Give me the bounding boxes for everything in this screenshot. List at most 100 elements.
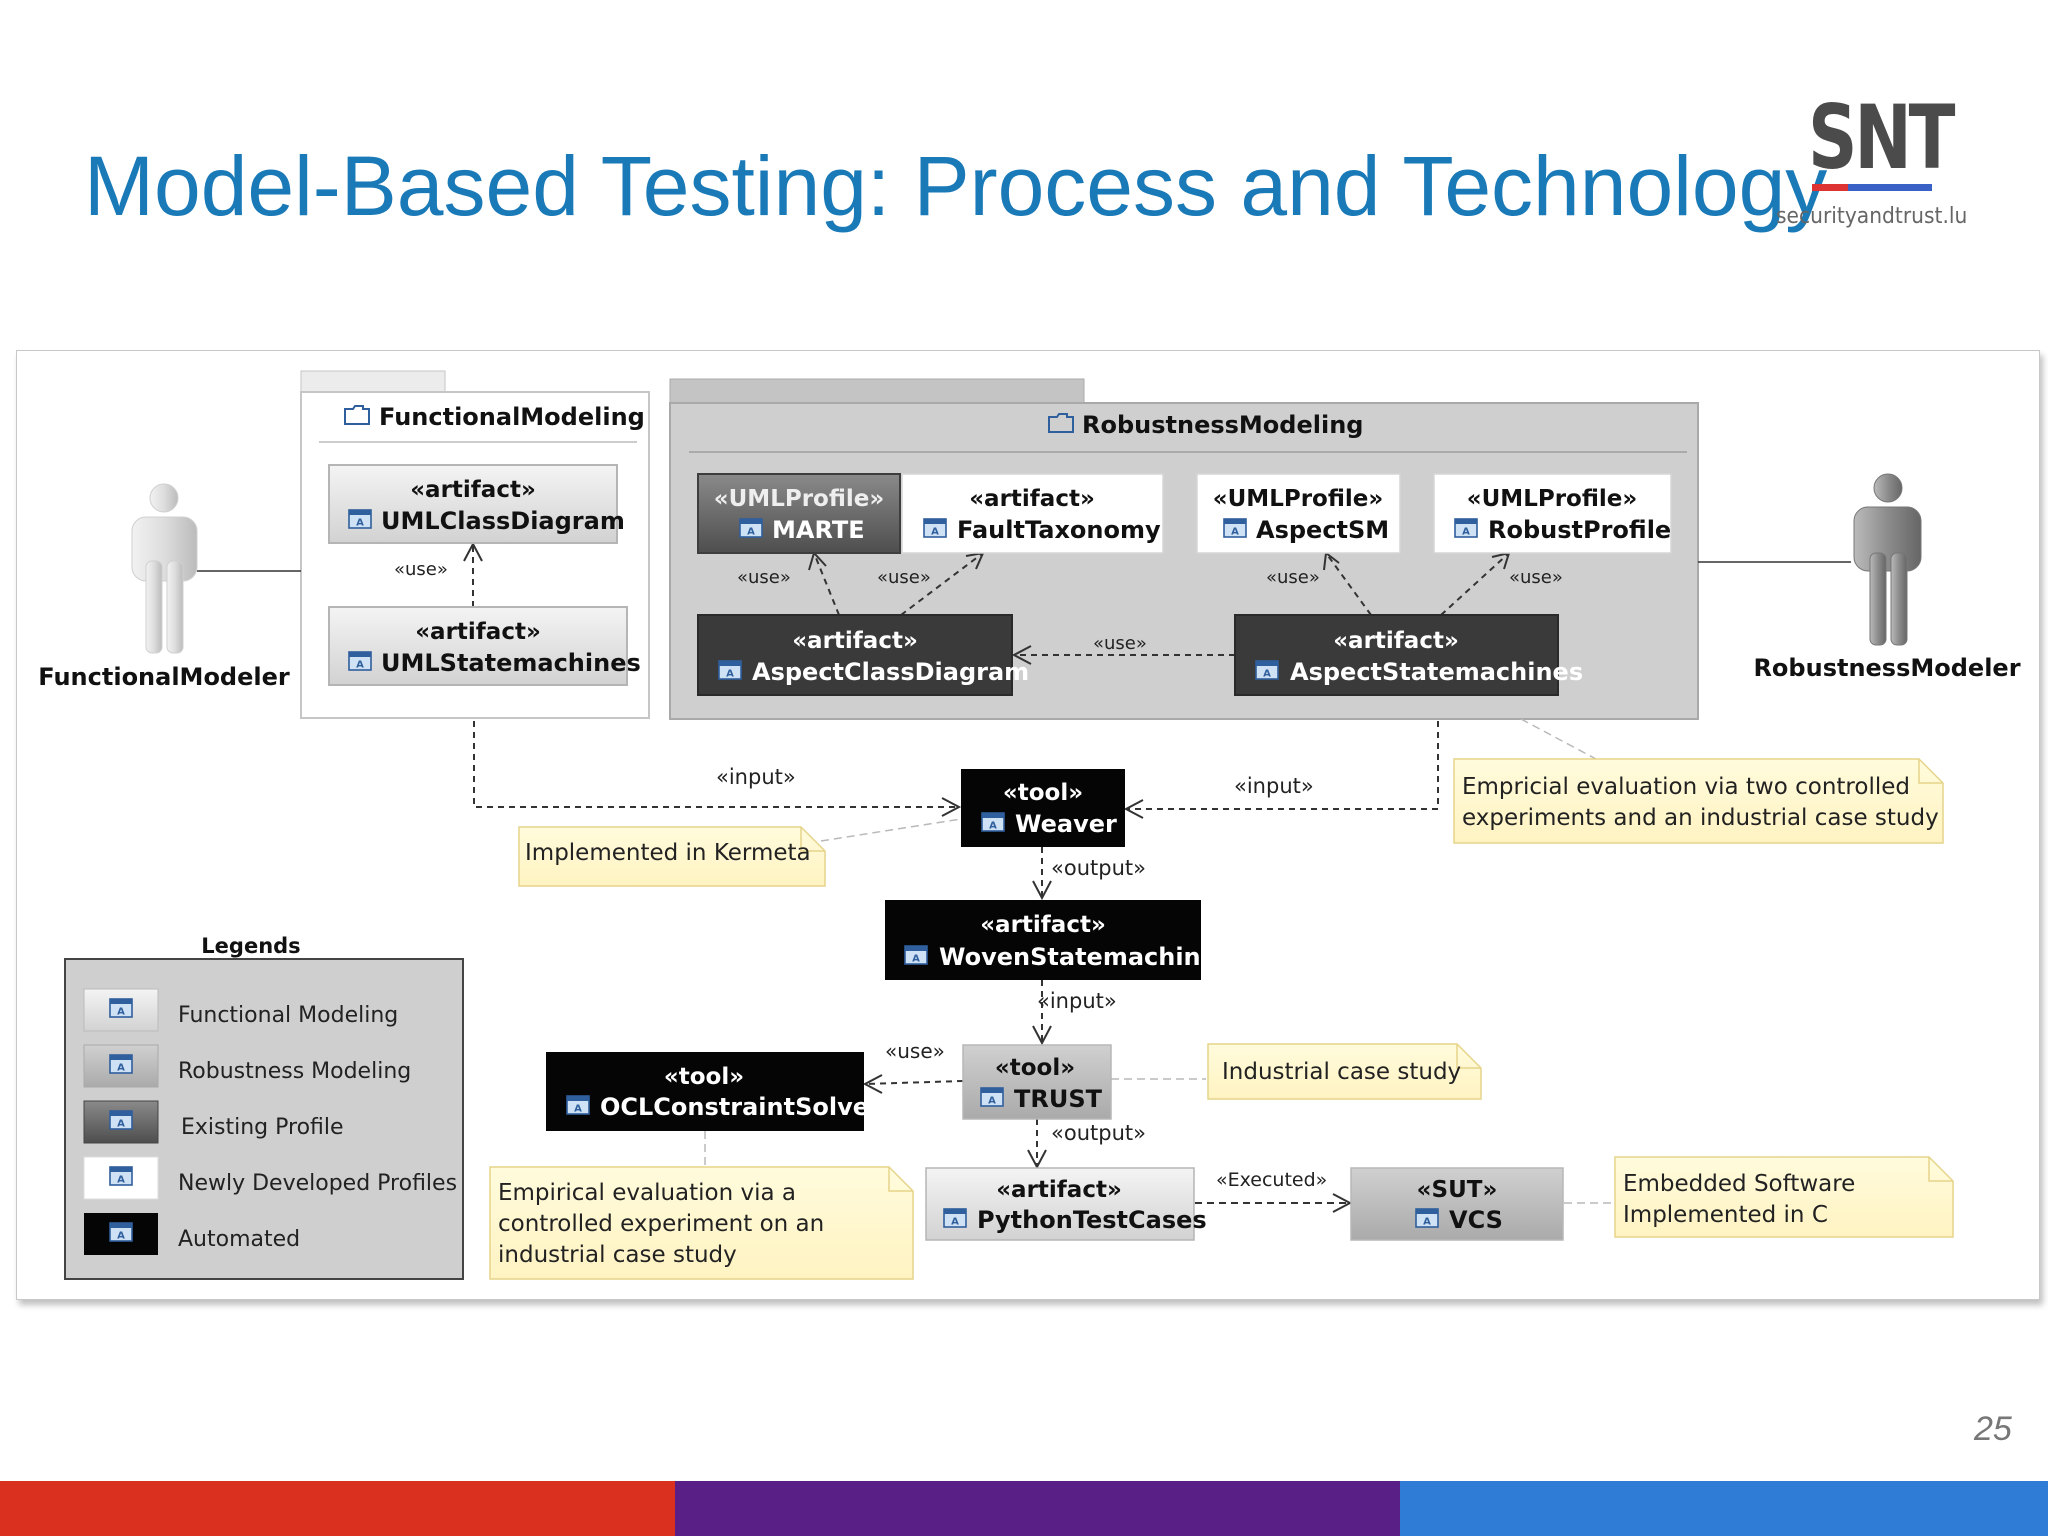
node-vcs[interactable]: «SUT» VCS (1350, 1167, 1564, 1241)
node-aspectstatemachines[interactable]: «artifact» AspectStatemachines (1234, 614, 1583, 696)
note-line: experiments and an industrial case study (1462, 805, 1939, 831)
node-stereotype: «SUT» (1417, 1177, 1498, 1203)
node-stereotype: «artifact» (792, 628, 918, 654)
diagram-frame: A FunctionalModeling RobustnessModeling (16, 350, 2040, 1300)
node-marte[interactable]: «UMLProfile» MARTE (697, 473, 901, 554)
node-oclconstraintsolver[interactable]: «tool» OCLConstraintSolver (546, 1052, 881, 1131)
node-name: VCS (1449, 1206, 1503, 1234)
label-use: «use» (394, 559, 448, 580)
legend-label: Functional Modeling (178, 1003, 398, 1028)
legend-item-functional: Functional Modeling (83, 988, 398, 1032)
node-name: PythonTestCases (977, 1206, 1207, 1234)
node-stereotype: «UMLProfile» (1467, 486, 1637, 512)
actor-label: FunctionalModeler (38, 663, 290, 691)
artifact-icon (566, 1095, 590, 1116)
actor-icon (131, 483, 198, 654)
node-name: UMLClassDiagram (381, 507, 625, 535)
bottom-bar-purple (675, 1481, 1400, 1536)
artifact-icon (923, 518, 947, 539)
snt-logo: SNT (1808, 86, 1955, 189)
artifact-icon (109, 1222, 133, 1243)
artifact-icon (109, 1110, 133, 1131)
artifact-icon (1223, 518, 1247, 539)
node-wovenstatemachine[interactable]: «artifact» WovenStatemachine (885, 900, 1217, 980)
node-name: AspectClassDiagram (752, 658, 1029, 686)
node-name: Weaver (1015, 810, 1117, 838)
legend-item-robustness: Robustness Modeling (83, 1044, 411, 1088)
diagram-edges (197, 541, 1851, 1213)
node-trust[interactable]: «tool» TRUST (962, 1044, 1112, 1120)
edge-input-functional (473, 721, 959, 808)
node-name: AspectStatemachines (1290, 658, 1583, 686)
artifact-icon (943, 1208, 967, 1229)
artifact-icon (109, 998, 133, 1019)
node-name: TRUST (1014, 1085, 1103, 1113)
node-name: WovenStatemachine (939, 943, 1217, 971)
node-stereotype: «UMLProfile» (714, 486, 884, 512)
node-stereotype: «tool» (1003, 780, 1083, 806)
note-anchors (704, 718, 1614, 1204)
label-use: «use» (1509, 567, 1563, 588)
node-stereotype: «tool» (664, 1064, 744, 1090)
label-use: «use» (737, 567, 791, 588)
note-line: Empirical evaluation via a (498, 1180, 796, 1206)
edge-input-robustness (1126, 721, 1439, 810)
snt-logo-url: securityandtrust.lu (1776, 204, 1968, 229)
process-diagram: A FunctionalModeling RobustnessModeling (38, 370, 2021, 1280)
edge-use-ocl (864, 1080, 964, 1085)
label-use: «use» (877, 567, 931, 588)
actor-functional-modeler: FunctionalModeler (38, 483, 290, 691)
edge-use-robustprofile (1440, 552, 1510, 616)
note-embedded-software: Embedded Software Implemented in C (1614, 1156, 1954, 1238)
note-line: controlled experiment on an (498, 1211, 824, 1237)
artifact-icon (981, 812, 1005, 833)
edge-labels: «use» «use» «use» «use» «use» «use» «inp… (394, 559, 1563, 1191)
bottom-bar-red (0, 1481, 675, 1536)
node-robustprofile[interactable]: «UMLProfile» RobustProfile (1433, 473, 1672, 554)
node-stereotype: «artifact» (415, 619, 541, 645)
artifact-icon (109, 1054, 133, 1075)
node-stereotype: «artifact» (980, 912, 1106, 938)
node-faulttaxonomy[interactable]: «artifact» FaultTaxonomy (901, 473, 1164, 554)
snt-logo-underline (1812, 184, 1932, 191)
note-industrial-case-study: Industrial case study (1207, 1043, 1482, 1100)
note-empirical-evaluation: Empirical evaluation via a controlled ex… (489, 1166, 914, 1280)
note-line: Implemented in C (1623, 1202, 1828, 1228)
legend-label: Newly Developed Profiles (178, 1171, 457, 1196)
artifact-icon (1415, 1208, 1439, 1229)
legend-item-existing-profile: Existing Profile (83, 1100, 344, 1144)
node-umlclassdiagram[interactable]: «artifact» UMLClassDiagram (328, 464, 625, 544)
page-number: 25 (1974, 1410, 2012, 1448)
slide-title: Model-Based Testing: Process and Technol… (84, 139, 1828, 233)
actor-robustness-modeler: RobustnessModeler (1753, 473, 2021, 682)
artifact-icon (109, 1166, 133, 1187)
legend-item-new-profiles: Newly Developed Profiles (83, 1156, 457, 1200)
bottom-bar-blue (1400, 1481, 2048, 1536)
legend-label: Existing Profile (181, 1115, 344, 1140)
node-name: MARTE (772, 516, 865, 544)
node-name: UMLStatemachines (381, 649, 641, 677)
label-executed: «Executed» (1216, 1169, 1327, 1191)
edge-use-aspectsm (1325, 552, 1372, 616)
node-weaver[interactable]: «tool» Weaver (961, 769, 1125, 847)
artifact-icon (1454, 518, 1478, 539)
actor-label: RobustnessModeler (1753, 654, 2020, 682)
package-functional-label: FunctionalModeling (379, 403, 645, 431)
legend-label: Automated (178, 1227, 300, 1252)
note-line: industrial case study (498, 1242, 737, 1268)
node-aspectsm[interactable]: «UMLProfile» AspectSM (1196, 473, 1401, 554)
note-line: Embedded Software (1623, 1171, 1855, 1197)
node-stereotype: «artifact» (410, 477, 536, 503)
label-use: «use» (1093, 633, 1147, 654)
node-aspectclassdiagram[interactable]: «artifact» AspectClassDiagram (697, 614, 1029, 696)
label-output: «output» (1051, 856, 1146, 880)
artifact-icon (980, 1087, 1004, 1108)
legend-title: Legends (201, 934, 300, 958)
node-pythontestcases[interactable]: «artifact» PythonTestCases (925, 1167, 1207, 1241)
node-umlstatemachines[interactable]: «artifact» UMLStatemachines (328, 606, 641, 686)
note-line: Industrial case study (1222, 1059, 1461, 1085)
legend-label: Robustness Modeling (178, 1059, 411, 1084)
note-kermeta: Implemented in Kermeta (518, 826, 826, 887)
node-name: OCLConstraintSolver (600, 1093, 881, 1121)
artifact-icon (348, 651, 372, 672)
